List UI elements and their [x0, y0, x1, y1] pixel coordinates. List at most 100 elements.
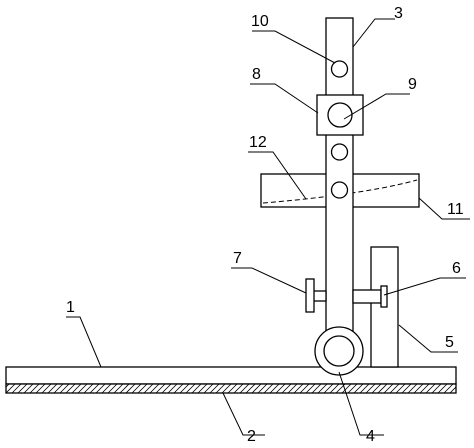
hatch-line [215, 384, 226, 393]
hatch-line [125, 384, 136, 393]
hatch-line [221, 384, 232, 393]
hatch-line [329, 384, 340, 393]
hatch-line [227, 384, 238, 393]
hatch-line [29, 384, 40, 393]
hatch-line [431, 384, 442, 393]
hatch-line [149, 384, 160, 393]
hatch-line [407, 384, 418, 393]
hatch-line [35, 384, 46, 393]
hatch-line [53, 384, 64, 393]
label-5: 5 [445, 334, 454, 351]
hatch-line [113, 384, 124, 393]
hatch-line [167, 384, 178, 393]
hatch-line [203, 384, 214, 393]
handle-knob [305, 278, 327, 313]
hatch-line [287, 384, 298, 393]
slider-hole [327, 102, 353, 128]
hatch-line [365, 384, 376, 393]
hatch-line [107, 384, 118, 393]
hatch-line [281, 384, 292, 393]
hatch-line [389, 384, 400, 393]
hatch-line [323, 384, 334, 393]
hatch-line [437, 384, 448, 393]
hatch-line [119, 384, 130, 393]
hatch-line [6, 384, 16, 393]
label-11: 11 [447, 201, 464, 218]
hatch-line [185, 384, 196, 393]
hatch-line [377, 384, 388, 393]
hatch-line [155, 384, 166, 393]
hatch-line [263, 384, 274, 393]
wheel-inner [323, 335, 355, 367]
hatch-line [137, 384, 148, 393]
leader-lines [66, 18, 470, 436]
hatch-line [299, 384, 310, 393]
connector-block [352, 285, 388, 308]
hatch-line [293, 384, 304, 393]
hatch-line [101, 384, 112, 393]
hatch-line [239, 384, 250, 393]
hatch-line [251, 384, 262, 393]
label-2: 2 [247, 428, 256, 445]
hatch-line [245, 384, 256, 393]
hatch-line [311, 384, 322, 393]
hatch-line [419, 384, 430, 393]
hatch-line [353, 384, 364, 393]
hatch-line [17, 384, 28, 393]
hatch-line [395, 384, 406, 393]
hatch-line [161, 384, 172, 393]
hatch-line [305, 384, 316, 393]
label-12: 12 [249, 134, 267, 151]
hatch-line [59, 384, 70, 393]
label-4: 4 [366, 428, 375, 445]
hatch-line [233, 384, 244, 393]
hatch-line [449, 386, 456, 393]
hatch-line [462, 384, 471, 393]
label-6: 6 [452, 260, 461, 277]
hatch-line [89, 384, 100, 393]
hatch-line [209, 384, 220, 393]
hatch-line [65, 384, 76, 393]
hatch-line [143, 384, 154, 393]
label-1: 1 [66, 299, 75, 316]
top-hole [330, 60, 349, 78]
hatch-line [197, 384, 208, 393]
hatch-line [413, 384, 424, 393]
rod-hole [330, 143, 349, 161]
hatch-line [83, 384, 94, 393]
hatch-line [341, 384, 352, 393]
base-plate [5, 366, 457, 385]
hatched-layer [0, 383, 471, 394]
hatch-line [455, 392, 456, 393]
hatch-line [95, 384, 106, 393]
label-9: 9 [408, 76, 417, 93]
hatch-line [77, 384, 88, 393]
label-3: 3 [394, 5, 403, 22]
hatch-line [317, 384, 328, 393]
hatch-line [23, 384, 34, 393]
hatch-line [6, 384, 10, 388]
hatch-line [443, 384, 454, 393]
hatch-line [275, 384, 286, 393]
rod-hole [330, 181, 349, 199]
hatch-line [269, 384, 280, 393]
hatch-line [425, 384, 436, 393]
hatch-line [359, 384, 370, 393]
hatch-line [383, 384, 394, 393]
label-10: 10 [251, 13, 269, 30]
hatch-line [47, 384, 58, 393]
hatch-line [347, 384, 358, 393]
hatch-line [173, 384, 184, 393]
hatch-line [401, 384, 412, 393]
hatch-line [71, 384, 82, 393]
hatch-line [0, 384, 3, 393]
hatch-line [131, 384, 142, 393]
hatch-line [371, 384, 382, 393]
hatch-line [191, 384, 202, 393]
label-7: 7 [233, 250, 242, 267]
hatch-line [179, 384, 190, 393]
label-8: 8 [252, 66, 261, 83]
hatch-line [257, 384, 268, 393]
hatch-line [41, 384, 52, 393]
